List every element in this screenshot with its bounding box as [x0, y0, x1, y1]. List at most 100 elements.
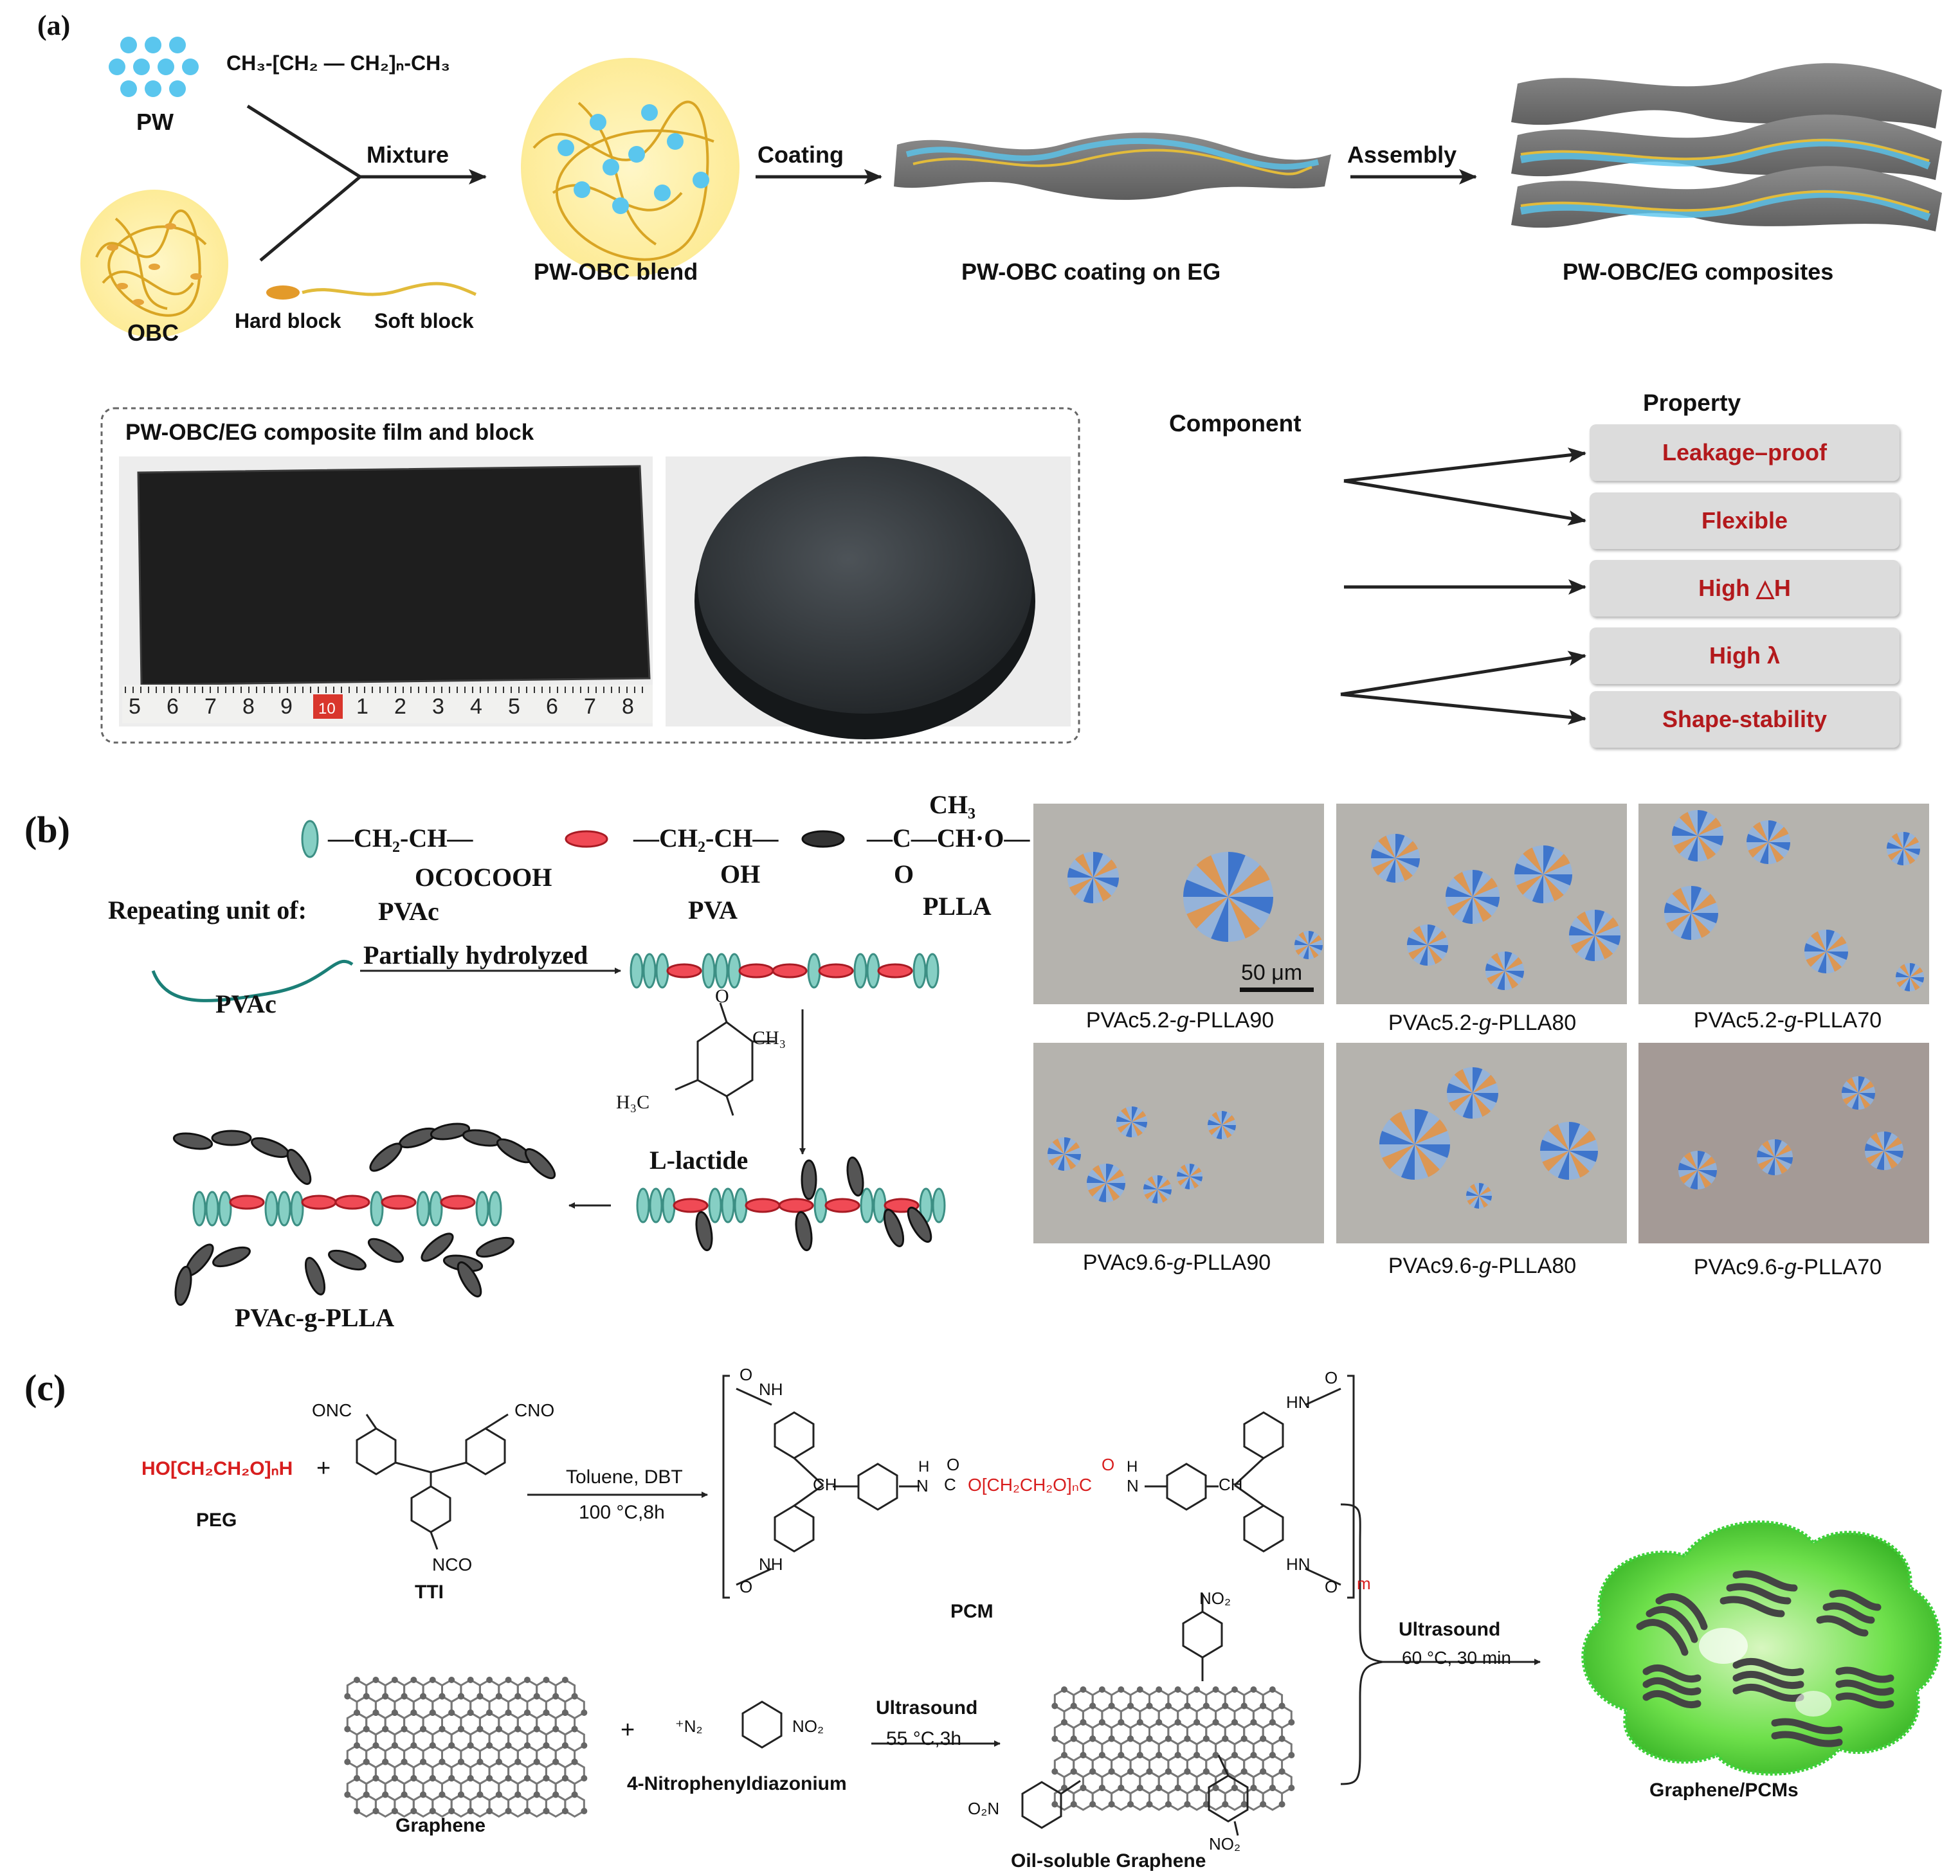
pva-structure: —CH₂-CH— [633, 824, 779, 852]
plus-sign-2: + [621, 1717, 635, 1744]
blend-label: PW-OBC blend [534, 258, 698, 285]
scale-bar-label: 50 μm [1241, 961, 1303, 985]
ruler-number: 7 [204, 694, 217, 719]
pcm-h-left: H [918, 1458, 930, 1475]
property-header: Property [1643, 390, 1741, 416]
ruler-number: 5 [129, 694, 141, 719]
peg-formula: HO[CH₂CH₂O]ₙH [141, 1458, 293, 1479]
coated-eg-sheet-icon [894, 132, 1331, 200]
ruler-number: 9 [280, 694, 293, 719]
ruler-number: 6 [546, 694, 558, 719]
peg-label: PEG [196, 1510, 237, 1531]
reaction3-conditions-top: Ultrasound [1399, 1619, 1501, 1640]
panel-a-label: (a) [37, 10, 71, 41]
combine-brace [1340, 1503, 1383, 1785]
pcm-o-carbonyl-left: O [947, 1455, 960, 1474]
plla-structure: —C—CH·O— [867, 824, 1030, 852]
reaction2-conditions-top: Ultrasound [876, 1697, 978, 1718]
assembly-label: Assembly [1347, 141, 1457, 168]
pvac-chain-label: PVAc [215, 989, 277, 1018]
ruler-number: 3 [432, 694, 444, 719]
tti-nco: NCO [432, 1555, 473, 1574]
micro-caption-1: PVAc5.2-g-PLLA90 [1085, 1008, 1275, 1033]
pva-unit-icon [565, 830, 608, 848]
ruler-number: 7 [584, 694, 596, 719]
no2-bottom: NO₂ [1209, 1834, 1241, 1853]
lactide-methyl-left: H₃C [616, 1092, 650, 1113]
pw-obc-blend-icon [521, 58, 740, 276]
reaction1-conditions-top: Toluene, DBT [566, 1466, 683, 1488]
pcm-c-left: C [944, 1475, 956, 1494]
nitrophenyl-groups [1021, 1594, 1249, 1836]
pcm-o-bottom-right: O [1325, 1577, 1338, 1596]
property-arrows [1340, 447, 1586, 725]
ruler-number: 8 [622, 694, 634, 719]
diazonium-no2: NO₂ [792, 1717, 824, 1736]
ruler-number: 1 [356, 694, 368, 719]
pvac-substituent: OCOCOOH [415, 863, 552, 892]
pcm-repeat-m: m [1357, 1574, 1371, 1593]
o2n-left: O₂N [968, 1799, 1000, 1818]
property-high-conductivity: High λ [1590, 627, 1900, 684]
pcm-nh-top: NH [759, 1380, 783, 1399]
ruler-number: 4 [470, 694, 482, 719]
mixture-line-top [246, 104, 361, 179]
composites-label: PW-OBC/EG composites [1563, 258, 1834, 285]
coating-label: Coating [758, 141, 844, 168]
panel-c-label: (c) [24, 1367, 66, 1409]
tti-structure [356, 1413, 509, 1550]
tti-onc: ONC [312, 1400, 352, 1420]
pvac-name: PVAc [378, 897, 439, 926]
ruler-number: 5 [508, 694, 520, 719]
pcm-h-right: H [1127, 1458, 1138, 1475]
hard-block-icon [266, 285, 300, 300]
property-flexible: Flexible [1590, 492, 1900, 549]
property-leakage-proof: Leakage–proof [1590, 424, 1900, 481]
pcm-n-left: N [916, 1476, 929, 1495]
reaction1-conditions-bottom: 100 °C,8h [579, 1502, 665, 1523]
hydrolyzed-chain-icon [630, 953, 939, 989]
obc-polymer-icon [80, 190, 228, 338]
pcm-hn-top: HN [1286, 1393, 1311, 1412]
lactide-oxygen: O [715, 986, 729, 1007]
micro-caption-2: PVAc5.2-g-PLLA80 [1388, 1011, 1577, 1035]
graphene-label: Graphene [395, 1815, 486, 1836]
pcm-label: PCM [950, 1601, 994, 1622]
diazonium-structure [741, 1700, 783, 1749]
tti-label: TTI [415, 1582, 444, 1603]
pcm-structure [722, 1375, 1355, 1599]
soft-block-icon [302, 282, 477, 296]
repeating-unit-label: Repeating unit of: [108, 896, 307, 924]
pcm-o-top-left: O [740, 1365, 753, 1384]
graphene-pcm-composite-icon [1581, 1520, 1942, 1776]
component-eg: EG [1229, 680, 1266, 708]
no2-top: NO₂ [1199, 1589, 1231, 1608]
pcm-n-right: N [1127, 1476, 1139, 1495]
component-obc: OBC [1220, 466, 1278, 495]
lactide-label: L-lactide [649, 1146, 749, 1175]
soft-block-label: Soft block [374, 309, 474, 332]
ruler-number: 6 [167, 694, 179, 719]
pva-name: PVA [688, 896, 738, 924]
component-pw: PW [1228, 573, 1270, 602]
oil-soluble-graphene-label: Oil-soluble Graphene [1011, 1850, 1206, 1871]
pvac-chain-icon [151, 959, 354, 1002]
pva-substituent: OH [720, 860, 761, 888]
scale-bar [1240, 988, 1314, 992]
pvac-g-plla-icon [172, 1123, 556, 1306]
hydrolysis-label: Partially hydrolyzed [363, 941, 588, 970]
diazonium-label: 4-Nitrophenyldiazonium [627, 1773, 847, 1794]
diazonium-n2: ⁺N₂ [675, 1717, 703, 1736]
panel-b-label: (b) [24, 809, 70, 851]
pcm-ch-left: CH [813, 1475, 837, 1494]
hard-block-label: Hard block [235, 309, 341, 332]
stacked-composite-icon [1511, 63, 1942, 231]
plla-name: PLLA [923, 892, 992, 921]
product-label: PVAc-g-PLLA [235, 1303, 395, 1332]
lactide-structure [675, 1002, 775, 1116]
property-shape-stability: Shape-stability [1590, 691, 1900, 748]
lactide-methyl-right: CH₃ [752, 1027, 786, 1049]
ruler-number: 2 [394, 694, 406, 719]
plla-carbonyl: O [894, 860, 914, 888]
